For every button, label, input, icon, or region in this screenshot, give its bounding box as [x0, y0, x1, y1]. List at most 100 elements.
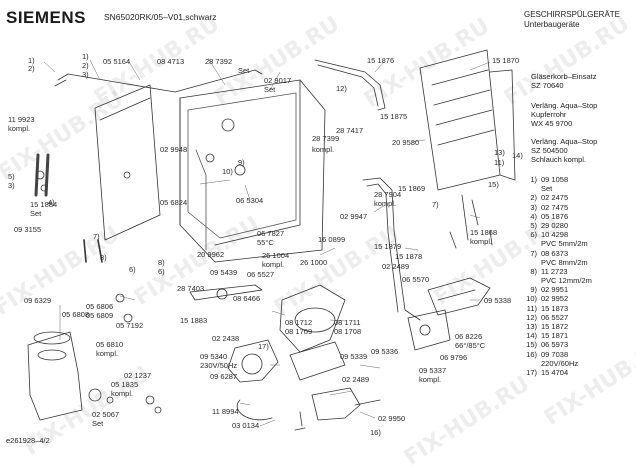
callout-label: 06 7827 [257, 229, 285, 238]
legend-item: 10)02 9952 [526, 294, 569, 304]
callout-label: 66°/85°C [455, 341, 486, 350]
assembly-desc: Kupferrohr [531, 110, 567, 119]
callout-label: 02 1237 [124, 371, 152, 380]
callout-label: 08 1711 [334, 318, 361, 327]
callout-label: 09 5338 [484, 296, 512, 305]
callout-label: 08 1712 [285, 318, 313, 327]
callout-label: 09 5439 [210, 268, 238, 277]
callout-label: 03 0134 [232, 421, 260, 430]
callout-label: kompl. [262, 260, 285, 269]
callout-label: 10) [222, 167, 233, 176]
legend-item-note: Set [541, 184, 553, 194]
callout-label: 15 1868 [470, 228, 498, 237]
callout-label: 16) [370, 428, 381, 437]
legend-item: 2)02 2475 [530, 193, 569, 203]
callout-label: 11 8994 [212, 407, 239, 416]
callout-label: 05 5164 [103, 57, 131, 66]
callout-label: 06 5527 [247, 270, 275, 279]
callout-label: 02 2489 [342, 375, 370, 384]
callout-label: 16 0899 [318, 235, 346, 244]
callout-label: 11 9923 [8, 115, 35, 124]
callout-label: 230V/50Hz [200, 361, 238, 370]
callout-label: 9) [238, 158, 245, 167]
callout-label: kompl. [419, 375, 442, 384]
callout-label: 15 1884 [30, 200, 58, 209]
assembly-part: SZ 504500 [531, 146, 568, 155]
legend-item: 17)15 4704 [526, 367, 569, 377]
callout-label: 02 9017 [264, 76, 292, 85]
legend-item: 7)08 6373 [530, 248, 569, 258]
legend-item: 4)05 1876 [530, 211, 569, 221]
legend-item-note: PVC 12mm/2m [541, 276, 592, 286]
callout-label: 6) [129, 265, 136, 274]
callout-label: 06 5304 [236, 196, 264, 205]
callout-label: 05 7192 [116, 321, 144, 330]
callout-label: 15 1870 [492, 56, 520, 65]
callout-label: 02 9950 [378, 414, 406, 423]
lower-spray-arm [189, 284, 263, 301]
model-number: SN65020RK/05–V01,schwarz [104, 12, 217, 22]
legend-item: 14)15 1871 [526, 331, 569, 341]
circulation-pump [227, 339, 279, 383]
assembly-part: WX 45 9700 [531, 119, 573, 128]
callout-label: Set [264, 85, 276, 94]
callout-label: 09 3155 [14, 225, 42, 234]
legend-item: 16)09 7038 [526, 349, 569, 359]
callout-label: 11) [494, 158, 505, 167]
callout-label: 28 7417 [336, 126, 364, 135]
callout-label: Set [238, 66, 250, 75]
callout-label: 02 9948 [160, 145, 188, 154]
callout-label: kompl. [96, 349, 119, 358]
callout-label: 15 1878 [395, 252, 423, 261]
callout-label: 2) [82, 61, 89, 70]
upper-spray-arm [314, 59, 386, 111]
legend-item: 12)06 5527 [526, 312, 569, 322]
callout-label: 15 1875 [380, 112, 408, 121]
callout-label: Set [30, 209, 42, 218]
legend-item: 9)02 9951 [530, 285, 569, 295]
side-panel [94, 84, 161, 241]
callout-label: 08 4713 [157, 57, 185, 66]
callout-label: 02 2489 [382, 262, 410, 271]
legend-item: 3)02 7475 [530, 202, 569, 212]
heating-element [407, 309, 451, 351]
legend-item-note: PVC 5mm/2m [541, 239, 588, 249]
callout-label: 4) [48, 198, 55, 207]
exploded-view-drawing [27, 49, 516, 431]
callout-label: 8) [158, 258, 165, 267]
category-subtitle: Unterbaugeräte [524, 19, 580, 29]
callout-label: 28 7904 [374, 190, 402, 199]
callout-label: 14) [512, 151, 523, 160]
callout-label: 3) [8, 181, 15, 190]
callout-label: 15 1879 [374, 242, 402, 251]
callout-label: 5) [8, 172, 15, 181]
product-category: GESCHIRRSPÜLGERÄTE Unterbaugeräte [524, 10, 620, 29]
callout-label: 05 6806 [86, 302, 114, 311]
drain-hose [237, 399, 273, 421]
callout-label: 02 9947 [340, 212, 368, 221]
assembly-name: Gläserkorb–Einsatz [531, 72, 597, 81]
callout-label: 28 7403 [177, 284, 205, 293]
assembly-name: Verläng. Aqua–Stop [531, 101, 598, 110]
callout-label: kompl. [470, 237, 493, 246]
callout-label: 7) [432, 200, 439, 209]
callout-label: 02 2438 [212, 334, 240, 343]
callout-label: 09 5340 [200, 352, 228, 361]
callout-label: 05 6824 [160, 198, 188, 207]
callout-label: 08 1709 [285, 327, 313, 336]
heater-cover [427, 277, 491, 316]
legend-item: 1)09 1058 [530, 175, 569, 184]
callout-label: 09 6287 [210, 372, 238, 381]
tub-frame [179, 79, 326, 263]
legend-item-note: PVC 8mm/2m [541, 257, 588, 267]
document-id: e261928–4/2 [6, 436, 50, 445]
callout-label: 09 6329 [24, 296, 52, 305]
callout-label: 05 1835 [111, 380, 139, 389]
callout-label: 15 1883 [180, 316, 208, 325]
callout-label: 05 6810 [96, 340, 124, 349]
legend-item: 13)15 1872 [526, 322, 569, 331]
callout-label: 05 6809 [86, 311, 114, 320]
callout-label: 7) [93, 232, 100, 241]
callout-label: 08 6466 [233, 294, 261, 303]
callout-label: 20 9580 [392, 138, 420, 147]
